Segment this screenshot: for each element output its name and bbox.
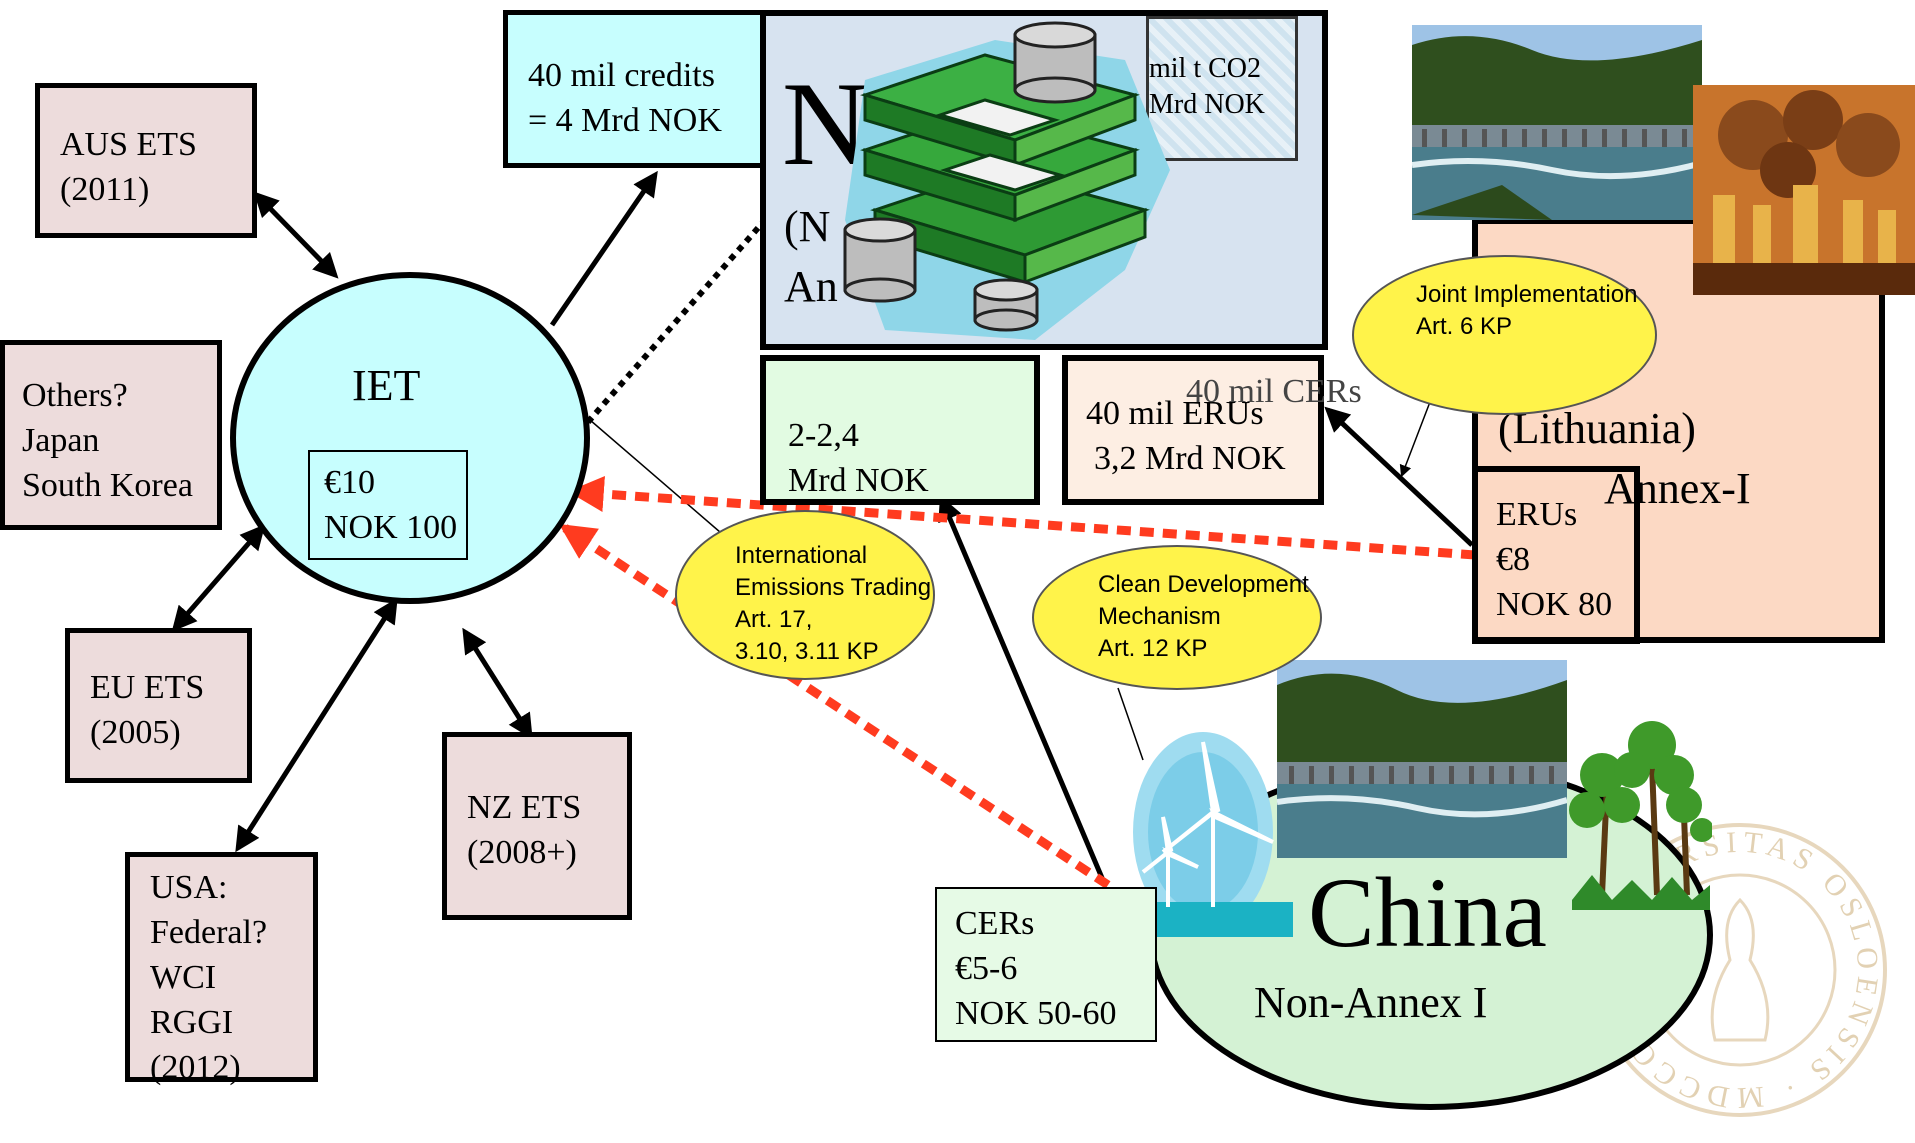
eru-price-nok: NOK 80 — [1496, 586, 1613, 623]
cdm-line1: Clean Development — [1098, 571, 1309, 598]
others-box: Others? Japan South Korea — [0, 340, 222, 530]
iet-title: IET — [352, 361, 421, 410]
eru-price-eur: €8 — [1496, 541, 1530, 578]
arrow-lithuania-eru — [1324, 406, 1474, 547]
eru-price-box: ERUs €8 NOK 80 — [1472, 466, 1640, 644]
others-name: Others? — [22, 377, 128, 414]
hidden-quota-line1: mil t CO2 — [1149, 53, 1262, 84]
iet-mech-line1: International — [735, 542, 868, 569]
cers-units: CERs — [955, 905, 1035, 942]
eu-ets-year: (2005) — [90, 714, 181, 751]
usa-wci: WCI — [150, 959, 217, 996]
usa-federal: Federal? — [150, 914, 268, 951]
china-annex: Non-Annex I — [1254, 978, 1488, 1027]
iet-mech-line3: Art. 17, — [735, 606, 813, 633]
arrow-iet-aus — [253, 191, 339, 279]
arrow-cers-iet-cost — [938, 495, 1108, 886]
wind-turbine-icon — [1133, 732, 1293, 937]
leader-iet-mechanism — [589, 419, 736, 546]
eru-units: ERUs — [1496, 496, 1578, 533]
eru-amount: 40 mil ERUs — [1086, 395, 1264, 432]
arrow-iet-credits — [549, 170, 658, 327]
iet-price-eur: €10 — [324, 464, 375, 501]
iet-mech-line2: Emissions Trading — [735, 574, 932, 601]
leader-cdm-china — [1117, 687, 1144, 761]
cdm-line2: Mechanism — [1098, 603, 1221, 630]
hydro-dam-photo — [1412, 25, 1702, 220]
arrow-iet-eu — [171, 524, 266, 632]
eu-ets-name: EU ETS — [90, 669, 205, 706]
cers-price-eur: €5-6 — [955, 950, 1018, 987]
nz-ets-year: (2008+) — [467, 834, 577, 871]
aus-ets-box: AUS ETS (2011) — [35, 83, 257, 238]
aus-ets-year: (2011) — [60, 171, 150, 208]
cers-price-box: CERs €5-6 NOK 50-60 — [935, 887, 1157, 1042]
china-dam-photo — [1277, 660, 1567, 858]
red-dotted-arrow-china-iet — [558, 524, 1111, 889]
iet-circle: IET €10 NOK 100 — [230, 272, 590, 604]
cdm-line3: Art. 12 KP — [1098, 635, 1208, 662]
eru-value: 3,2 Mrd NOK — [1094, 440, 1286, 477]
credits-value: = 4 Mrd NOK — [528, 102, 722, 139]
eru-box: 40 mil CERs 40 mil ERUs 3,2 Mrd NOK — [1062, 355, 1362, 505]
red-dotted-arrow-lithuania-iet — [567, 476, 1476, 560]
credits-amount: 40 mil credits — [528, 57, 715, 94]
usa-name: USA: — [150, 869, 228, 906]
lithuania-annex: Annex-I — [1604, 464, 1751, 513]
norway-annex-fragment: An — [784, 262, 838, 311]
usa-year: (2012) — [150, 1049, 241, 1086]
others-japan: Japan — [22, 422, 100, 459]
money-stack-icon — [843, 21, 1170, 340]
usa-box: USA: Federal? WCI RGGI (2012) — [125, 852, 318, 1086]
hidden-quota-line2: Mrd NOK — [1149, 89, 1265, 120]
ji-line1: Joint Implementation — [1416, 281, 1638, 308]
nz-ets-name: NZ ETS — [467, 789, 582, 826]
credits-box: 40 mil credits = 4 Mrd NOK — [503, 10, 765, 168]
ji-line2: Art. 6 KP — [1416, 313, 1513, 340]
china-name: China — [1308, 857, 1547, 968]
cers-price-nok: NOK 50-60 — [955, 995, 1117, 1032]
iet-cost-box: 2-2,4 Mrd NOK — [760, 355, 1040, 505]
norway-subtitle-fragment: (N — [784, 202, 831, 251]
iet-mech-line4: 3.10, 3.11 KP — [735, 638, 879, 665]
trees-icon — [1569, 721, 1712, 910]
usa-rggi: RGGI — [150, 1004, 234, 1041]
hidden-quota-box: mil t CO2 Mrd NOK — [1146, 16, 1298, 161]
clean-development-oval: Clean Development Mechanism Art. 12 KP — [1032, 545, 1322, 690]
arrow-iet-nz — [462, 627, 533, 740]
factory-pollution-photo — [1693, 85, 1915, 295]
joint-implementation-oval: Joint Implementation Art. 6 KP — [1352, 255, 1657, 415]
eru-overlap-text: 40 mil CERs — [1186, 373, 1362, 410]
iet-price-box: €10 NOK 100 — [308, 450, 468, 560]
iet-price-nok: NOK 100 — [324, 509, 458, 546]
arrow-iet-usa — [235, 597, 398, 853]
iet-cost-line2: Mrd NOK — [788, 462, 929, 499]
eu-ets-box: EU ETS (2005) — [65, 628, 252, 783]
nz-ets-box: NZ ETS (2008+) — [442, 732, 632, 920]
emissions-trading-oval: International Emissions Trading Art. 17,… — [675, 510, 935, 680]
aus-ets-name: AUS ETS — [60, 126, 197, 163]
others-south-korea: South Korea — [22, 467, 193, 504]
iet-cost-line1: 2-2,4 — [788, 417, 859, 454]
